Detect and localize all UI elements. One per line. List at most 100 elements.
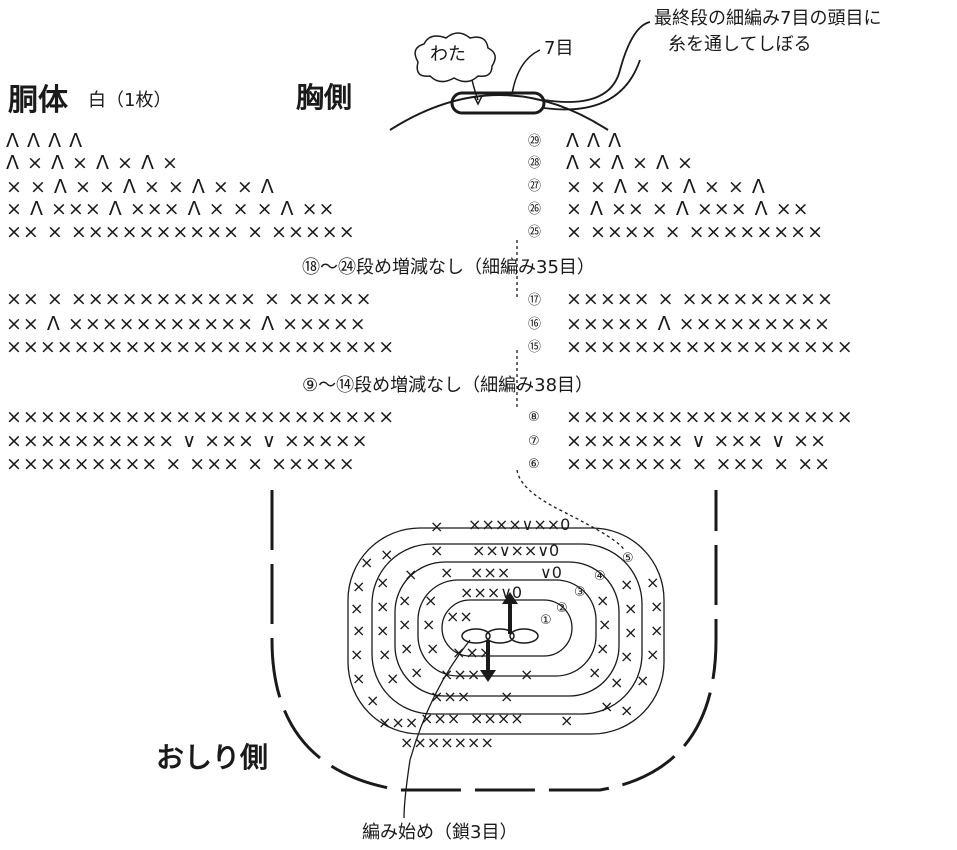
seven-sts-label: 7目: [544, 38, 574, 59]
svg-text:×: ×: [376, 597, 389, 616]
row-5: ⑤: [622, 551, 634, 566]
svg-text:×: ×: [350, 645, 363, 664]
svg-text:×: ×: [430, 517, 443, 536]
svg-text:××××: ××××: [470, 709, 524, 728]
svg-text:∨0: ∨0: [540, 563, 562, 582]
row-28: ㉘: [528, 156, 542, 171]
svg-text:×××: ×××: [378, 713, 418, 732]
stitch-row-right: × ×××× × ××××××××: [566, 221, 824, 243]
finish-note-line2: 糸を通してしぼる: [668, 34, 812, 55]
stitch-row-right: ××××××× × ××× × ××: [566, 453, 832, 475]
svg-text:×: ×: [588, 663, 601, 682]
start-leader: [403, 639, 471, 819]
svg-text:×: ×: [386, 669, 399, 688]
svg-text:×: ×: [398, 591, 411, 610]
stitch-row-left: ᐱ × ᐱ × ᐱ × ᐱ ×: [6, 152, 179, 174]
svg-text:××: ××: [446, 607, 473, 626]
svg-text:×: ×: [352, 621, 365, 640]
svg-text:×: ×: [646, 573, 659, 592]
stuffing-arrow: [471, 79, 479, 101]
svg-text:×: ×: [600, 697, 613, 716]
chain-1: [461, 628, 491, 644]
stitch-row-left: ×× ᐱ ××××××××××× ᐱ ×××××: [6, 313, 367, 335]
svg-text:×: ×: [598, 615, 611, 634]
svg-text:×: ×: [620, 575, 633, 594]
svg-text:×××××××: ×××××××: [400, 733, 494, 752]
svg-text:×××∨0: ×××∨0: [460, 583, 522, 602]
arrow-down-head: [480, 670, 496, 682]
row-1: ①: [540, 613, 552, 628]
svg-text:×: ×: [624, 623, 637, 642]
svg-text:×: ×: [650, 621, 663, 640]
svg-text:×: ×: [610, 673, 623, 692]
chest-opening-arc: [389, 94, 609, 131]
svg-text:×: ×: [366, 691, 379, 710]
svg-text:×: ×: [426, 639, 439, 658]
stitch-row-left: ×× × ××××××××××× × ×××××: [6, 288, 373, 310]
svg-text:×: ×: [560, 711, 573, 730]
svg-text:×: ×: [376, 621, 389, 640]
svg-text:×: ×: [650, 597, 663, 616]
svg-text:×××: ×××: [430, 687, 470, 706]
bottom-outline: [270, 490, 718, 792]
svg-text:×: ×: [646, 645, 659, 664]
svg-text:×: ×: [350, 599, 363, 618]
bottom-stitches: × ××××∨××0 × ××∨××∨0 × ××× ∨0 ×××∨0 × × …: [350, 515, 663, 752]
row-4: ④: [594, 569, 606, 584]
row-29: ㉙: [528, 134, 542, 149]
stitch-row-right: ×××××××××××××××××: [566, 406, 854, 428]
svg-text:×: ×: [422, 615, 435, 634]
arrow-up-head: [502, 592, 518, 604]
svg-text:×: ×: [620, 701, 633, 720]
svg-text:×: ×: [424, 591, 437, 610]
svg-text:×: ×: [430, 541, 443, 560]
row-start-line: [516, 240, 625, 551]
finish-note-line1: 最終段の細編み7目の頭目に: [654, 8, 882, 29]
chain-2: [485, 628, 515, 644]
stitch-row-right: ××××××× ∨ ××× ∨ ××: [566, 430, 828, 452]
chest-side-label: 胸側: [296, 81, 353, 114]
round-4: [371, 543, 643, 715]
svg-text:×: ×: [596, 639, 609, 658]
stitch-row-right: ×××××××××××××××××: [566, 336, 854, 358]
stuffing-cloud: [414, 32, 496, 83]
svg-text:×××: ×××: [470, 563, 510, 582]
svg-text:×: ×: [624, 599, 637, 618]
svg-text:×××: ×××: [440, 665, 480, 684]
stitch-row-left: × × ᐱ × × ᐱ × × ᐱ × × ᐱ: [6, 176, 275, 198]
svg-text:×: ×: [400, 639, 413, 658]
yarn-curve: [543, 21, 651, 103]
svg-text:××∨××∨0: ××∨××∨0: [472, 541, 559, 560]
svg-text:×: ×: [520, 665, 533, 684]
stitch-row-left: ×××××××××××××××××××××××: [6, 336, 396, 358]
stitch-row-left: ×××××××××× ∨ ××× ∨ ×××××: [6, 430, 369, 452]
row-7: ⑦: [528, 434, 540, 449]
start-note: 編み始め（鎖3目）: [362, 822, 518, 843]
svg-text:×: ×: [352, 577, 365, 596]
no-change-9-14-note: ⑨～⑭段め増減なし（細編み38目）: [302, 375, 594, 396]
row-6: ⑥: [528, 457, 540, 472]
round-3: [394, 561, 620, 697]
svg-text:×××: ×××: [420, 709, 460, 728]
round-2: [417, 579, 597, 677]
svg-text:×: ×: [620, 647, 633, 666]
svg-text:×: ×: [636, 671, 649, 690]
row-8: ⑧: [528, 410, 540, 425]
bottom-side-label: おしり側: [156, 741, 269, 774]
svg-text:×: ×: [376, 573, 389, 592]
title-main: 胴体: [8, 83, 68, 118]
round-5: [347, 527, 665, 735]
seven-sts-leader: [511, 49, 541, 95]
row-3: ③: [574, 585, 586, 600]
row-2: ②: [556, 601, 568, 616]
no-change-18-24-note: ⑱～㉔段め増減なし（細編み35目）: [302, 257, 595, 278]
stitch-row-left: ×× × ×××××××××× × ×××××: [6, 221, 356, 243]
stitch-row-right: × × ᐱ × × ᐱ × × ᐱ: [566, 176, 766, 198]
svg-text:×: ×: [596, 591, 609, 610]
svg-text:××××∨××0: ××××∨××0: [468, 515, 570, 534]
svg-text:×: ×: [440, 563, 453, 582]
stitch-row-right: ᐱ × ᐱ × ᐱ ×: [566, 152, 694, 174]
gather-ring: [450, 91, 546, 115]
svg-text:×: ×: [378, 645, 391, 664]
